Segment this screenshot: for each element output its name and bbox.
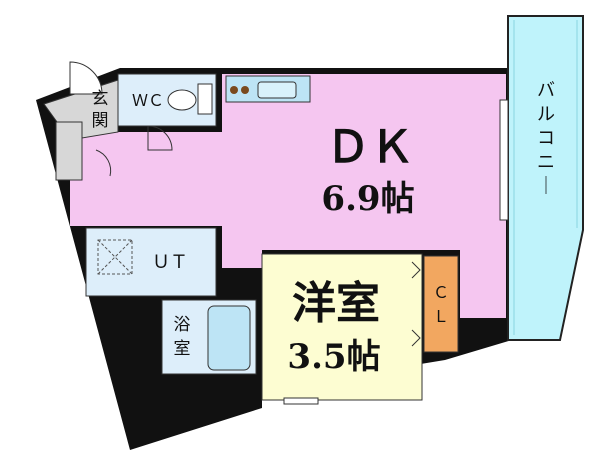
sink — [257, 81, 297, 99]
dk-room-name: ＤＫ — [326, 122, 414, 173]
washer-space — [97, 239, 133, 275]
balcony-label-char: ｜ — [537, 176, 555, 197]
entrance-door — [69, 61, 103, 95]
washer-cross — [97, 239, 133, 275]
closet-door-marks — [411, 261, 421, 347]
entrance-door-inner — [95, 149, 112, 177]
shoe-cabinet — [55, 121, 83, 181]
balcony-label-char: コ — [537, 128, 555, 149]
hall-area — [70, 132, 222, 226]
balcony-label-char: ル — [537, 104, 555, 125]
washer-cross — [97, 239, 133, 275]
balcony-label-char: バ — [537, 80, 555, 101]
balcony-label: バルコニ ｜ — [537, 80, 555, 197]
balcony-label-char: ニ — [537, 152, 555, 173]
wc-door — [147, 125, 173, 151]
closet — [423, 255, 459, 353]
balcony-hatching — [513, 20, 578, 335]
toilet-bowl — [167, 89, 197, 111]
western-room-size: 3.5帖 — [287, 337, 380, 377]
balcony — [507, 15, 584, 341]
bath-label: 浴室 — [174, 315, 191, 359]
bathtub — [207, 305, 251, 371]
dk-room — [222, 74, 506, 318]
closet-label: ＣＬ — [433, 283, 449, 326]
western-room — [261, 253, 423, 401]
dk-room-size: 6.9帖 — [321, 179, 414, 219]
stove-burner — [230, 86, 238, 94]
entrance-label: 玄関 — [92, 89, 109, 131]
window — [499, 99, 509, 221]
wc-label: ＷＣ — [132, 91, 164, 110]
window — [283, 397, 319, 405]
western-room-name: 洋室 — [292, 278, 380, 329]
utility-label: ＵＴ — [152, 252, 188, 273]
stove-burner — [241, 86, 249, 94]
utility-room — [85, 227, 217, 297]
toilet-tank — [197, 83, 213, 115]
